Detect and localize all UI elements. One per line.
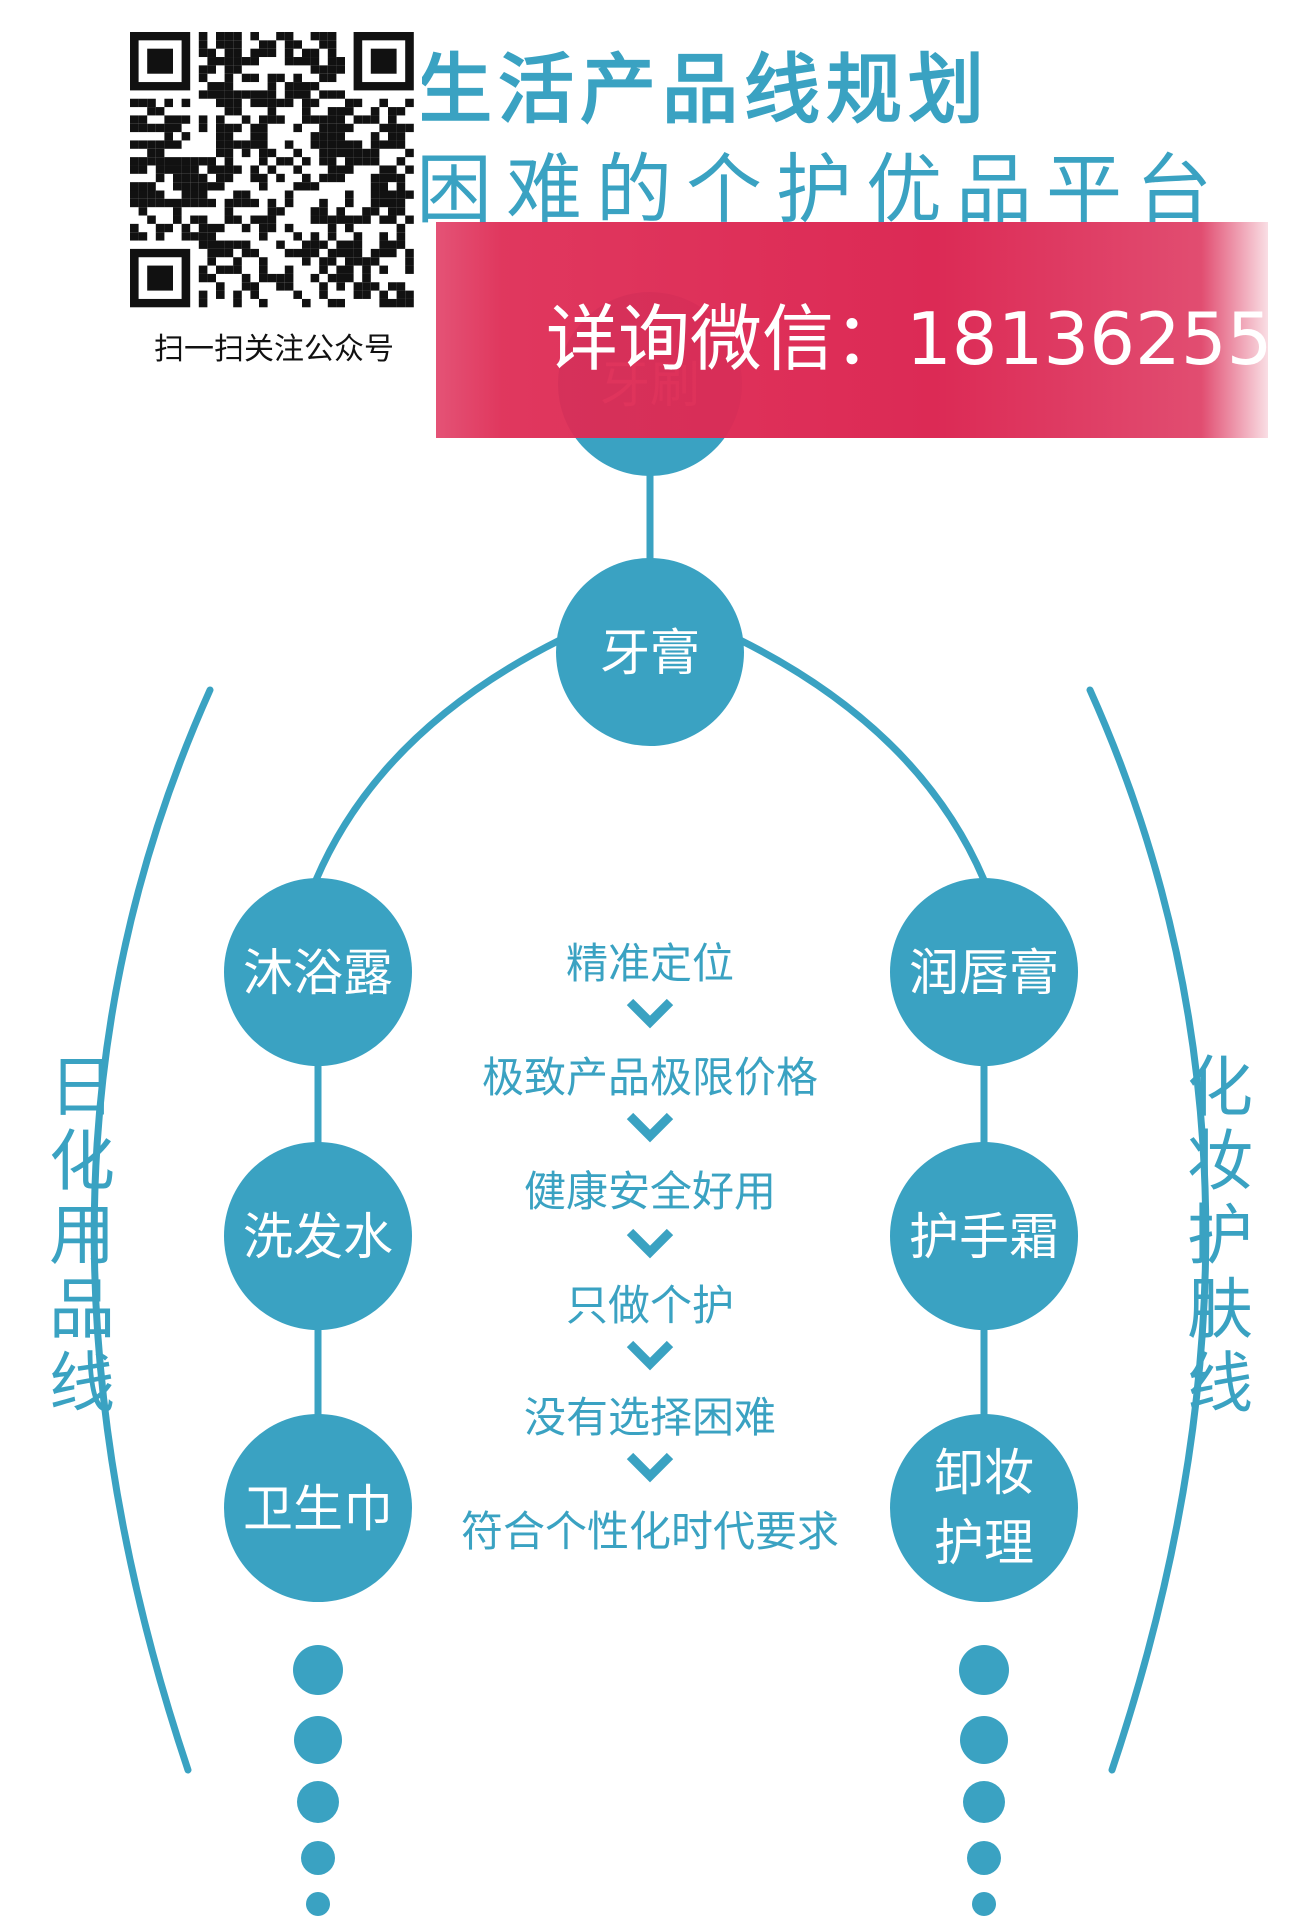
- chevron-down-icon: [626, 998, 674, 1029]
- node-toothpaste: [556, 558, 744, 746]
- node-hand-cream-label: 护手霜: [909, 1208, 1059, 1266]
- left-continuation-dots: [293, 1645, 343, 1916]
- left-side-char: 品: [49, 1271, 115, 1348]
- contact-banner: 详询微信：181362553: [436, 222, 1305, 438]
- page-subtitle: 困难的个护优品平台: [416, 145, 1226, 234]
- dot: [306, 1892, 330, 1916]
- dot: [301, 1841, 335, 1875]
- step-2: 极致产品极限价格: [482, 1053, 818, 1102]
- right-bracket: [1086, 686, 1210, 1774]
- node-lip-balm: [890, 878, 1078, 1066]
- node-body-wash: [224, 878, 412, 1066]
- right-side-char: 妆: [1187, 1123, 1253, 1200]
- dot: [294, 1716, 342, 1764]
- node-shampoo-label: 洗发水: [243, 1208, 393, 1266]
- dot: [972, 1892, 996, 1916]
- node-toothpaste-label: 牙膏: [600, 624, 700, 682]
- dot: [960, 1716, 1008, 1764]
- node-sanitary-pad: [224, 1414, 412, 1602]
- dot: [967, 1841, 1001, 1875]
- node-shampoo: [224, 1142, 412, 1330]
- node-lip-balm-label: 润唇膏: [909, 944, 1059, 1002]
- right-side-char: 线: [1187, 1345, 1253, 1422]
- left-side-char: 日: [49, 1049, 115, 1126]
- node-makeup-removal-label-2: 护理: [934, 1514, 1034, 1572]
- node-sanitary-pad-label: 卫生巾: [243, 1480, 393, 1538]
- left-side-label: 日 化 用 品 线: [49, 1049, 115, 1422]
- chevron-down-icon: [626, 1340, 674, 1371]
- qr-code-image: [130, 32, 414, 308]
- chevron-down-icon: [626, 1112, 674, 1143]
- step-6: 符合个性化时代要求: [461, 1507, 839, 1556]
- right-side-label: 化 妆 护 肤 线: [1187, 1049, 1253, 1422]
- right-side-char: 肤: [1187, 1271, 1253, 1348]
- step-4: 只做个护: [566, 1281, 734, 1330]
- contact-banner-text: 详询微信：181362553: [546, 297, 1305, 381]
- left-side-char: 线: [49, 1345, 115, 1422]
- connector-left-arc: [312, 636, 562, 882]
- left-bracket: [90, 686, 214, 1774]
- left-side-char: 用: [49, 1197, 115, 1274]
- right-side-char: 化: [1187, 1049, 1253, 1126]
- step-3: 健康安全好用: [524, 1167, 776, 1216]
- left-side-char: 化: [49, 1123, 115, 1200]
- step-1: 精准定位: [566, 939, 734, 988]
- chevron-down-icon: [626, 1228, 674, 1259]
- dot: [293, 1645, 343, 1695]
- node-makeup-removal: [890, 1414, 1078, 1602]
- node-body-wash-label: 沐浴露: [243, 944, 393, 1002]
- right-side-char: 护: [1187, 1197, 1253, 1274]
- chevron-down-icon: [626, 1452, 674, 1483]
- page-title: 生活产品线规划: [416, 45, 990, 134]
- node-makeup-removal-label-1: 卸妆: [934, 1444, 1034, 1502]
- right-continuation-dots: [959, 1645, 1009, 1916]
- dot: [297, 1781, 339, 1823]
- dot: [959, 1645, 1009, 1695]
- step-5: 没有选择困难: [524, 1393, 776, 1442]
- connector-right-arc: [738, 636, 988, 882]
- dot: [963, 1781, 1005, 1823]
- qr-caption: 扫一扫关注公众号: [154, 332, 394, 367]
- node-hand-cream: [890, 1142, 1078, 1330]
- qr-code[interactable]: 扫一扫关注公众号: [126, 28, 422, 367]
